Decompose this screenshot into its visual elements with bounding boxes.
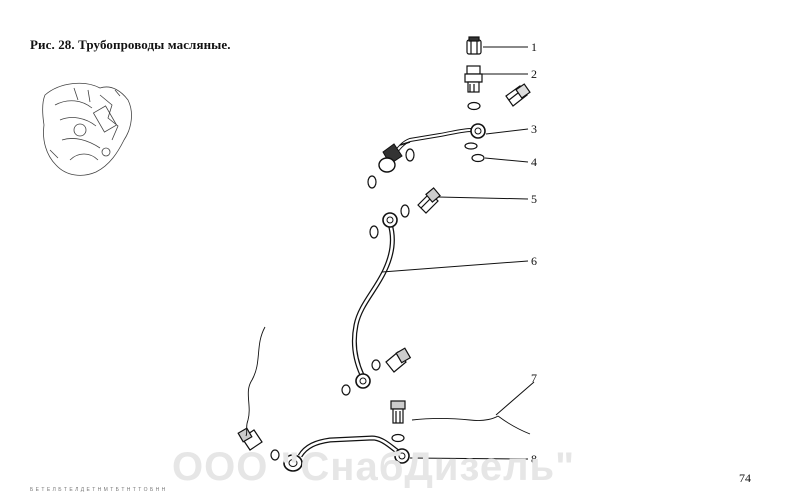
part-1-cap-nut-icon	[466, 36, 482, 55]
break-line	[497, 415, 531, 435]
part-8-oil-pipe-icon	[283, 435, 410, 472]
washer-icon	[367, 175, 377, 189]
break-line	[245, 326, 266, 437]
page-number: 74	[739, 471, 751, 485]
leader-lines	[381, 46, 535, 460]
washer-icon	[341, 384, 351, 396]
part-7-union-fitting-icon	[390, 400, 406, 424]
part-6-oil-pipe-icon	[351, 212, 398, 389]
banjo-bolt-icon	[385, 347, 412, 373]
watermark: ООО "СнабДизель"	[172, 445, 576, 489]
footnote: Б Е Т Е Л Б Т Е Л Д Е Т Н М Т Б Т Н Т Т …	[30, 487, 166, 493]
washer-icon	[464, 142, 478, 150]
washer-icon	[369, 225, 379, 239]
break-line	[411, 415, 499, 421]
part-3-oil-pipe-icon	[378, 123, 486, 173]
engine-thumbnail-icon	[42, 82, 132, 176]
callout-7: 7	[531, 371, 537, 385]
washer-icon	[467, 101, 481, 111]
figure-title: Рис. 28. Трубопроводы масляные.	[30, 37, 231, 52]
callout-3: 3	[531, 122, 537, 136]
washer-icon	[400, 204, 410, 218]
washer-icon	[371, 359, 381, 371]
part-5-banjo-bolt-icon	[417, 187, 441, 214]
callout-2: 2	[531, 67, 537, 81]
banjo-bolt-icon	[237, 427, 263, 451]
callout-5: 5	[531, 192, 537, 206]
washer-icon	[405, 148, 415, 162]
banjo-bolt-icon	[505, 83, 531, 107]
callout-8: 8	[531, 452, 537, 466]
washer-icon	[391, 433, 405, 443]
callout-4: 4	[531, 155, 537, 169]
callout-6: 6	[531, 254, 537, 268]
part-2-adapter-fitting-icon	[464, 65, 483, 93]
part-4-sealing-washer-icon	[471, 153, 485, 163]
callout-1: 1	[531, 40, 537, 54]
washer-icon	[270, 449, 280, 461]
